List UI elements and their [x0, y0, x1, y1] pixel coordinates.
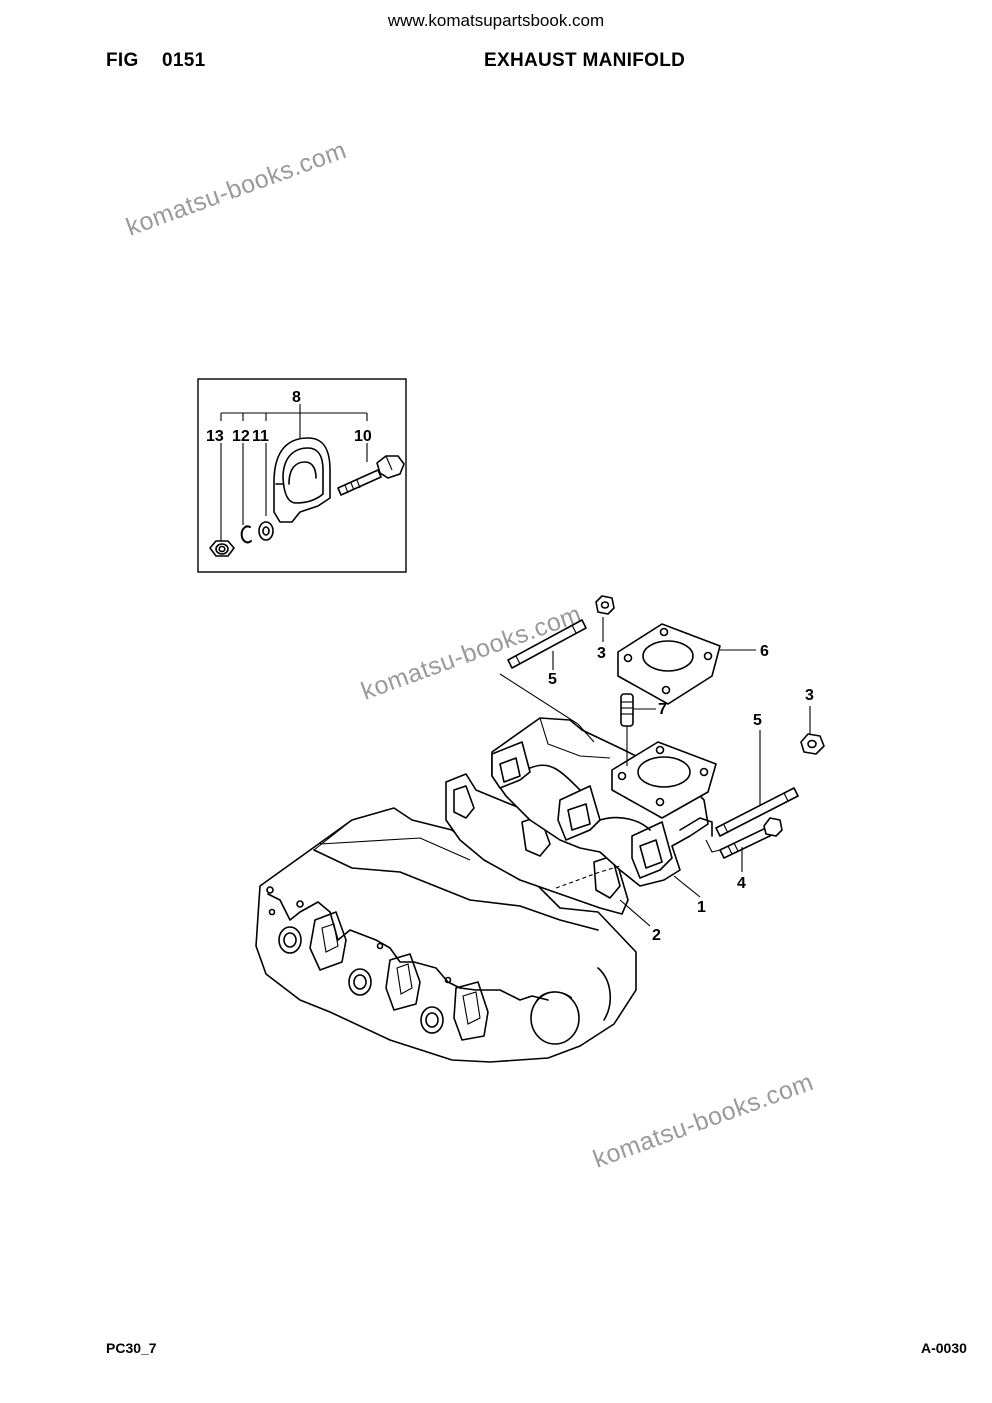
stud-bolt-icon: [715, 787, 799, 837]
bolt-icon: [337, 455, 405, 496]
exhaust-manifold: [491, 717, 717, 887]
callout-6: 6: [760, 643, 769, 660]
callout-4: 4: [737, 875, 746, 892]
callout-13: 13: [206, 428, 224, 445]
callout-2: 2: [652, 927, 661, 944]
callout-5: 5: [548, 671, 557, 688]
washer-icon: [258, 521, 274, 541]
bolt-icon: [705, 817, 783, 859]
callout-12: 12: [232, 428, 250, 445]
flange-nut-icon: [209, 540, 235, 557]
watermark: komatsu-books.com: [589, 1068, 817, 1174]
page-title: EXHAUST MANIFOLD: [484, 50, 686, 71]
stud-bolt-icon: [499, 619, 595, 743]
stud-icon: [620, 693, 634, 766]
exhaust-clamp-icon: [273, 437, 331, 523]
callout-5: 5: [753, 712, 762, 729]
callout-3: 3: [805, 687, 814, 704]
inset-detail-box: 8 13 12 11 10: [197, 378, 407, 573]
nut-icon: [800, 733, 825, 755]
page-code: A-0030: [921, 1340, 967, 1356]
website-url: www.komatsupartsbook.com: [387, 11, 605, 30]
callout-11: 11: [252, 428, 269, 445]
nut-icon: [595, 595, 615, 615]
cylinder-head: [255, 807, 637, 1063]
callout-3: 3: [597, 645, 606, 662]
snap-ring-icon: [240, 525, 252, 544]
callout-8: 8: [292, 389, 301, 406]
model-code: PC30_7: [106, 1340, 157, 1356]
figure-label: FIG: [106, 50, 139, 71]
callout-1: 1: [697, 899, 706, 916]
callout-10: 10: [354, 428, 372, 445]
callout-7: 7: [658, 701, 667, 718]
figure-number: 0151: [162, 50, 206, 71]
flange-gasket: [617, 623, 721, 705]
watermark: komatsu-books.com: [122, 136, 350, 242]
watermark: komatsu-books.com: [357, 600, 585, 706]
